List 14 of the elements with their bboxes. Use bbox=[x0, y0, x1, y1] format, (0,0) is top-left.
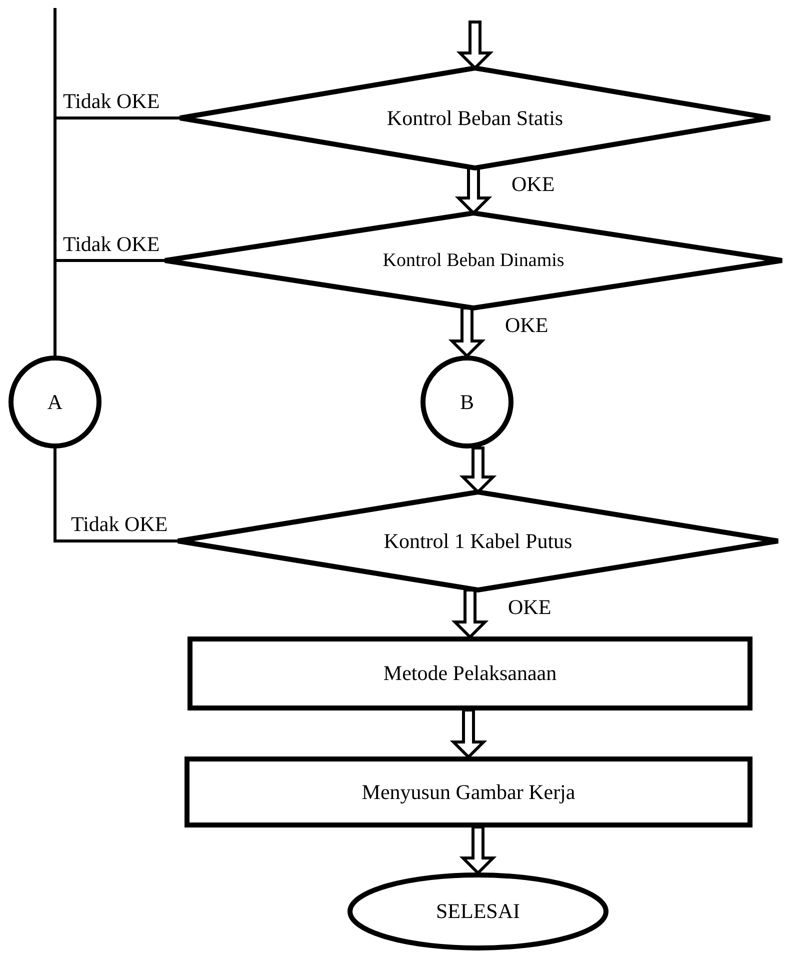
node-label: SELESAI bbox=[436, 899, 520, 924]
flow-arrow bbox=[459, 826, 497, 876]
node-label: A bbox=[47, 390, 63, 414]
node-label: B bbox=[460, 390, 474, 414]
node-label: Kontrol 1 Kabel Putus bbox=[384, 528, 572, 554]
flow-arrow bbox=[448, 306, 486, 358]
flow-arrow bbox=[451, 588, 489, 640]
connector-line bbox=[54, 448, 178, 542]
node-label: Kontrol Beban Statis bbox=[386, 106, 564, 130]
connector-line bbox=[54, 259, 165, 356]
node-label: Metode Pelaksanaan bbox=[383, 661, 557, 686]
flow-arrow bbox=[450, 708, 488, 760]
node-label: Kontrol Beban Dinamis bbox=[382, 250, 564, 272]
node-label: Menyusun Gambar Kerja bbox=[362, 780, 576, 804]
